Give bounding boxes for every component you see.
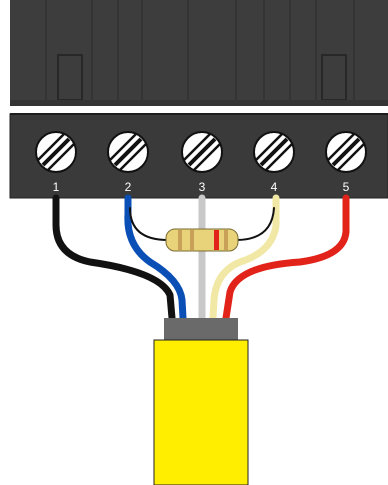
cable xyxy=(153,318,249,485)
terminal-screw-1 xyxy=(35,131,77,173)
wire-cream xyxy=(209,194,280,322)
resistor-band xyxy=(178,230,182,250)
resistor xyxy=(165,228,239,252)
screw-slot xyxy=(47,143,75,171)
terminal-label-3: 3 xyxy=(199,180,206,194)
screw-slot xyxy=(41,137,71,167)
step-notch xyxy=(10,100,388,106)
resistor-band xyxy=(190,230,194,250)
resistor-lead-right xyxy=(235,207,275,241)
screw-slot xyxy=(187,137,217,167)
wire-black xyxy=(52,194,176,322)
screw-slot xyxy=(37,133,65,161)
screw-slot xyxy=(119,143,147,171)
resistor-lead-left xyxy=(129,207,169,241)
terminal-block-upper xyxy=(10,0,388,104)
wire-red xyxy=(222,194,350,322)
screw-slot xyxy=(193,143,221,171)
terminal-label-2: 2 xyxy=(125,180,132,194)
wires xyxy=(52,194,350,322)
cable-collar xyxy=(164,318,238,340)
screw-slot xyxy=(331,137,361,167)
terminal-label-1: 1 xyxy=(53,180,60,194)
terminal-screws xyxy=(35,131,367,173)
screw-slot xyxy=(255,133,283,161)
screw-slot xyxy=(259,137,289,167)
resistor-body xyxy=(165,228,239,252)
screw-slot xyxy=(327,133,355,161)
screw-slot xyxy=(337,143,365,171)
screw-slot xyxy=(109,133,137,161)
resistor-band xyxy=(214,230,219,250)
resistor-band xyxy=(224,230,228,250)
terminal-screw-5 xyxy=(325,131,367,173)
housing-grooves xyxy=(45,0,355,100)
terminal-labels: 1 2 3 4 5 xyxy=(53,180,350,194)
terminal-label-4: 4 xyxy=(271,180,278,194)
terminal-screw-3 xyxy=(181,131,223,173)
screw-slot xyxy=(113,137,143,167)
resistor-bands xyxy=(178,230,228,250)
screw-slot xyxy=(265,143,293,171)
terminal-screw-4 xyxy=(253,131,295,173)
terminal-screw-2 xyxy=(107,131,149,173)
cable-sheath xyxy=(153,339,249,485)
terminal-label-5: 5 xyxy=(343,180,350,194)
screw-slot xyxy=(183,133,211,161)
terminal-block: 1 2 3 4 5 xyxy=(9,0,388,199)
wire-blue xyxy=(124,194,187,322)
